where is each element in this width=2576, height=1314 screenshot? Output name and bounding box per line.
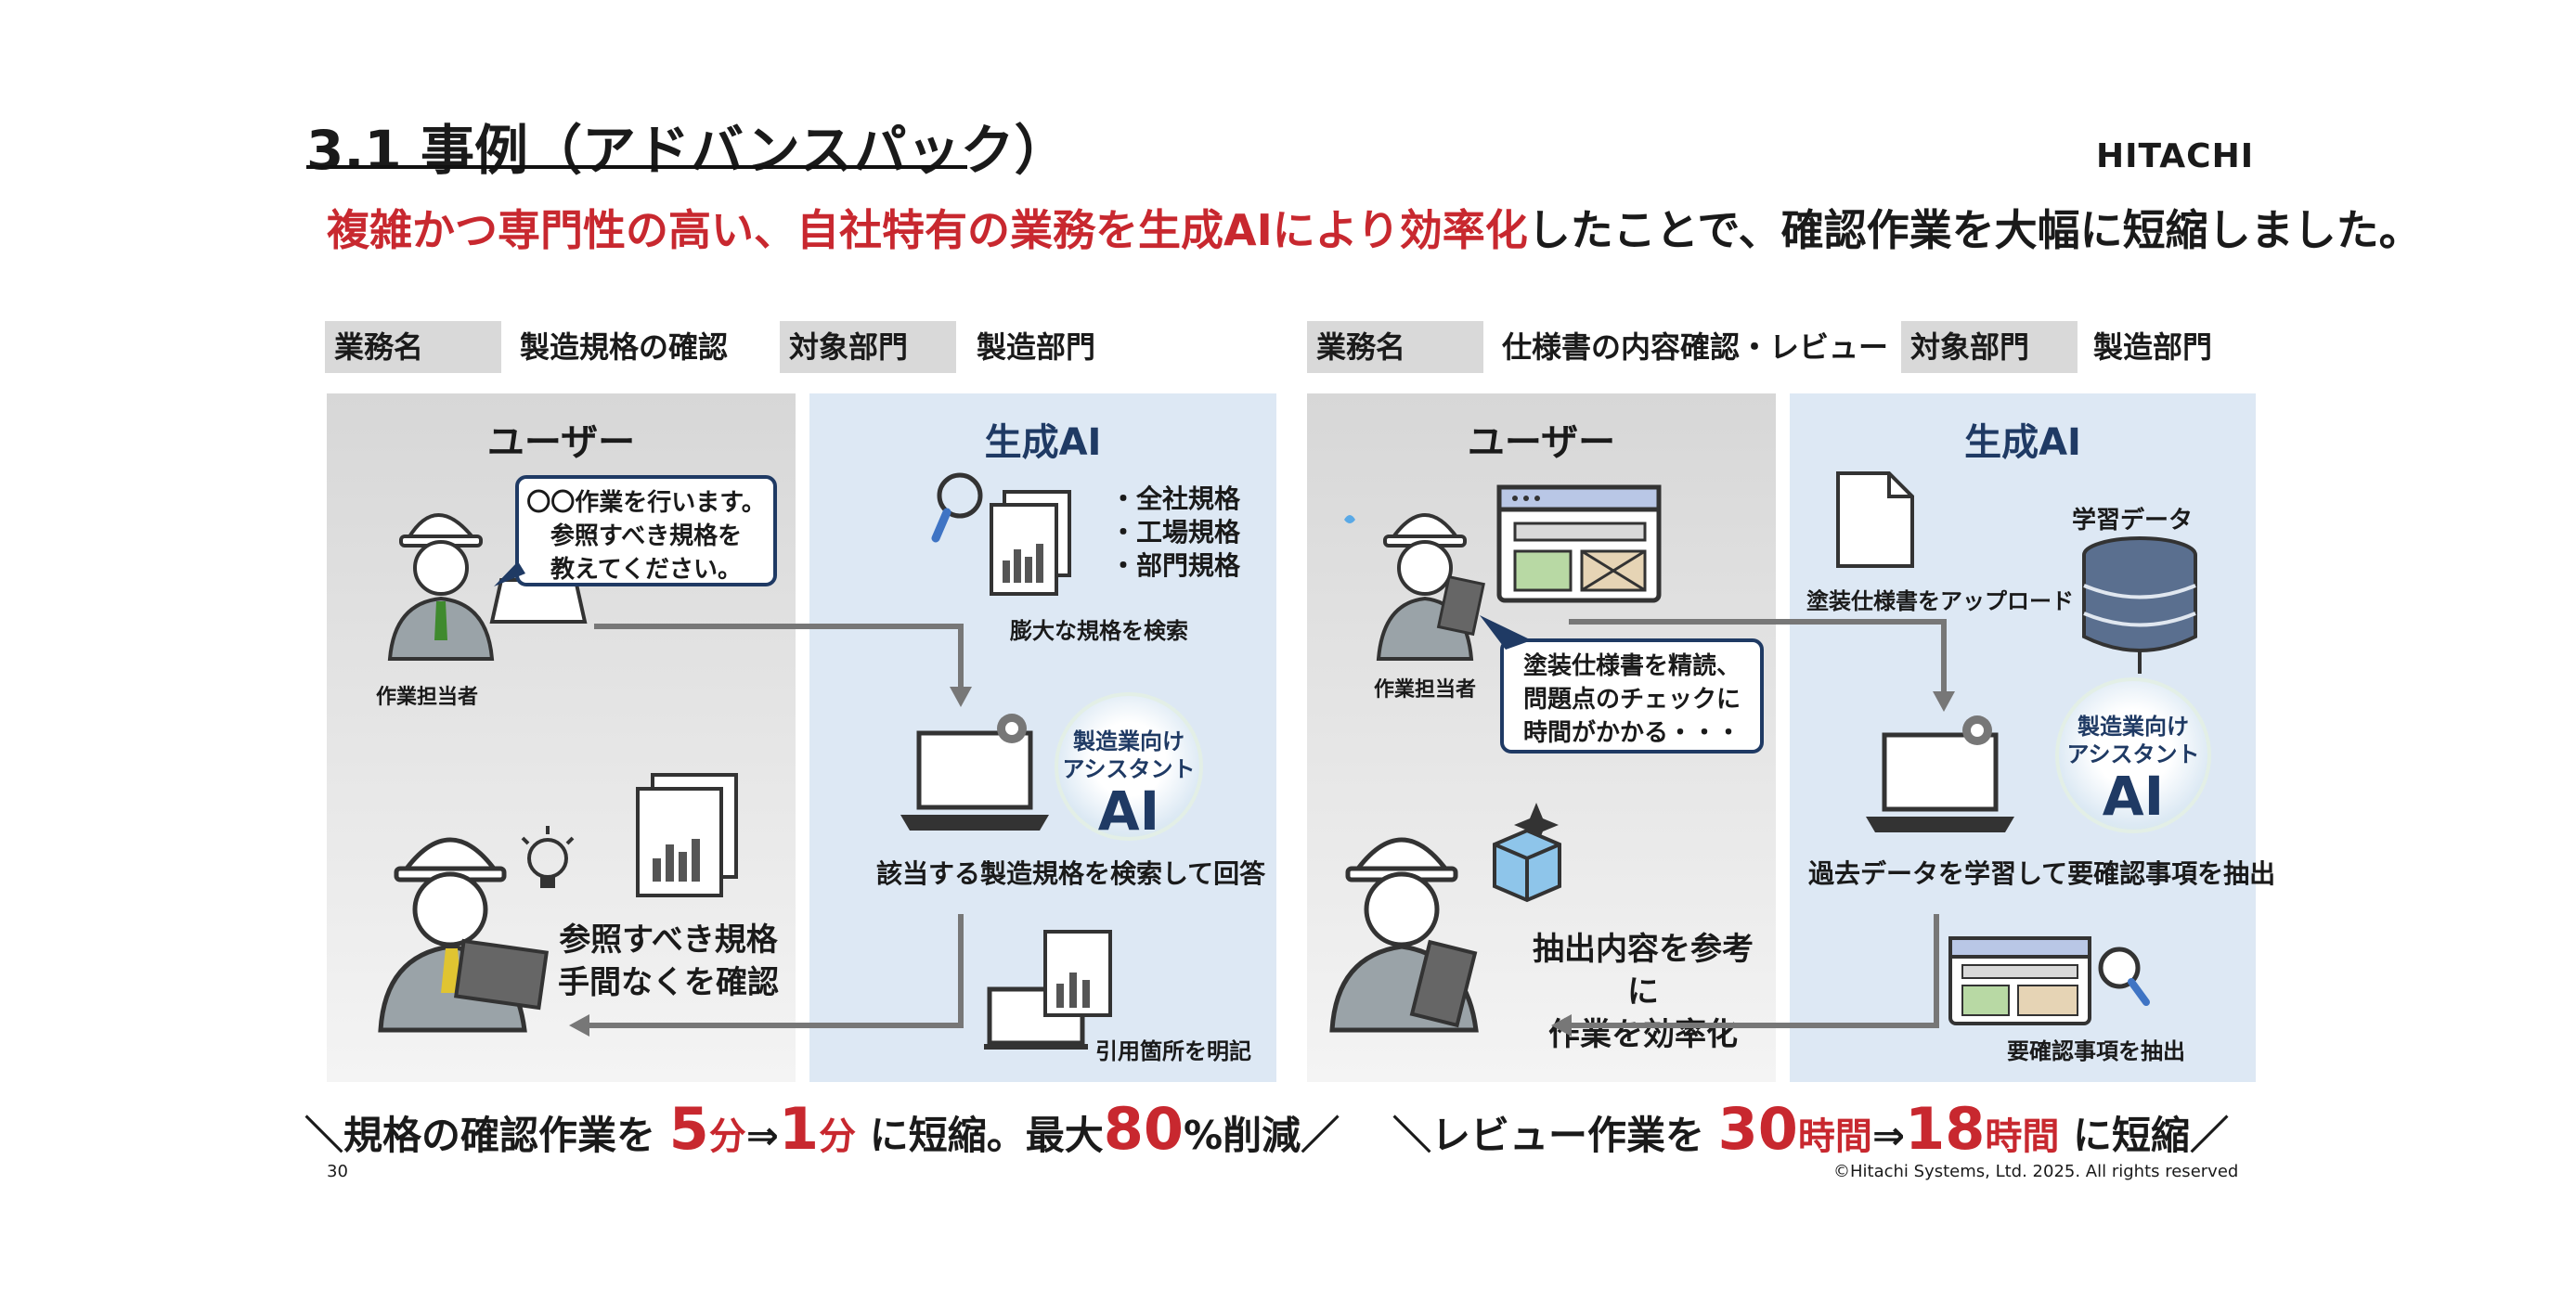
bubble-line: 塗装仕様書を精読、: [1522, 652, 1741, 680]
case2-learn-caption: 学習データ: [2072, 507, 2194, 535]
case2-user-result: 抽出内容を参考に 作業を効率化: [1522, 928, 1764, 1056]
title-underline: [306, 165, 967, 169]
worker-with-tablet-icon: [1329, 837, 1479, 1033]
result-suffix: に短縮／: [2073, 1113, 2230, 1158]
bubble-line: 〇〇作業を行います。: [526, 489, 766, 517]
result-prefix: ＼規格の確認作業を: [304, 1113, 656, 1158]
result-to: 18: [1905, 1095, 1986, 1163]
result-pct: 80: [1103, 1095, 1184, 1163]
database-icon: [2082, 536, 2197, 674]
bubble-line: 参照すべき規格を: [550, 522, 743, 550]
bubble-line: 問題点のチェックに: [1522, 686, 1741, 714]
result-to-unit: 分: [819, 1115, 857, 1158]
case1-search-caption: 膨大な規格を検索: [1010, 618, 1188, 644]
result-from: 30: [1717, 1095, 1798, 1163]
result-line: 作業を効率化: [1548, 1016, 1738, 1053]
case2-worker-label: 作業担当者: [1374, 678, 1477, 702]
flow-arrow-icon: [1569, 619, 1955, 712]
case1-task-label: 業務名: [325, 321, 501, 373]
result-line: 手間なくを確認: [558, 964, 779, 1001]
result-mid: に短縮。最大: [869, 1113, 1104, 1158]
result-line: 抽出内容を参考に: [1533, 931, 1754, 1011]
case1-standard-list: ・全社規格 ・工場規格 ・部門規格: [1110, 483, 1240, 583]
case2-user-heading: ユーザー: [1467, 421, 1616, 464]
return-arrow-icon: [1551, 914, 1939, 1037]
result-line: 参照すべき規格: [559, 921, 778, 959]
result-from-unit: 分: [708, 1115, 746, 1158]
document-window-icon: [1496, 484, 1662, 603]
result-suffix: %削減／: [1184, 1113, 1340, 1158]
result-from-unit: 時間: [1797, 1115, 1872, 1158]
copyright: ©Hitachi Systems, Ltd. 2025. All rights …: [1833, 1162, 2239, 1181]
result-to-unit: 時間: [1985, 1115, 2060, 1158]
search-documents-icon: [931, 472, 1071, 596]
bubble-line: 教えてください。: [550, 556, 742, 584]
idea-bulb-icon: [521, 826, 575, 888]
case2-upload-caption: 塗装仕様書をアップロード: [1806, 588, 2074, 614]
case1-user-result: 参照すべき規格 手間なくを確認: [557, 919, 780, 1004]
case1-cite-caption: 引用箇所を明記: [1095, 1038, 1251, 1064]
result-arrow: ⇒: [1871, 1113, 1906, 1158]
list-item: ・部門規格: [1110, 550, 1241, 581]
case2-task-label: 業務名: [1307, 321, 1483, 373]
result-prefix: ＼レビュー作業を: [1392, 1113, 1705, 1158]
case1-worker-label: 作業担当者: [376, 686, 479, 709]
badge-line: 製造業向け: [1073, 728, 1184, 754]
headline: 複雑かつ専門性の高い、自社特有の業務を生成AIにより効率化したことで、確認作業を…: [327, 197, 2422, 258]
case1-ai-caption: 該当する製造規格を検索して回答: [876, 858, 1266, 889]
case1-user-heading: ユーザー: [486, 421, 636, 464]
list-item: ・全社規格: [1110, 483, 1241, 514]
case1-result-banner: ＼規格の確認作業を 5分⇒1分 に短縮。最大80%削減／: [304, 1095, 1340, 1163]
case1-dept-label: 対象部門: [780, 321, 956, 373]
case1-task-value: 製造規格の確認: [520, 329, 729, 365]
case2-dept-value: 製造部門: [2093, 329, 2213, 365]
case1-dept-value: 製造部門: [977, 329, 1096, 365]
case1-request-bubble: 〇〇作業を行います。 参照すべき規格を 教えてください。: [515, 475, 777, 586]
headline-rest: したことで、確認作業を大幅に短縮しました。: [1527, 205, 2422, 255]
badge-line: アシスタント: [2066, 741, 2200, 767]
bubble-tail-icon: [494, 561, 525, 586]
ai-laptop-icon: [1866, 715, 2014, 832]
ai-laptop-icon: [900, 714, 1049, 831]
badge-line: 製造業向け: [2078, 714, 2189, 740]
headline-emphasis: 複雑かつ専門性の高い、自社特有の業務を生成AIにより効率化: [327, 205, 1528, 255]
list-item: ・工場規格: [1110, 517, 1241, 548]
badge-ai: AI: [2102, 765, 2165, 828]
case1-assistant-ai-badge: 製造業向け アシスタント AI: [1055, 692, 1203, 841]
case1-ai-heading: 生成AI: [984, 421, 1102, 464]
bubble-line: 時間がかかる・・・: [1522, 719, 1741, 747]
citation-laptop-icon: [984, 930, 1112, 1050]
case2-task-value: 仕様書の内容確認・レビュー: [1502, 329, 1889, 365]
bubble-tail-icon: [1480, 615, 1532, 650]
cube-sparkle-icon: [1493, 803, 1561, 903]
badge-line: アシスタント: [1062, 756, 1196, 782]
case2-extract-caption: 要確認事項を抽出: [2007, 1038, 2185, 1064]
worker-at-laptop-icon: [387, 513, 588, 661]
worker-with-tablet-icon: [378, 837, 549, 1033]
case2-concern-bubble: 塗装仕様書を精読、 問題点のチェックに 時間がかかる・・・: [1500, 638, 1764, 754]
result-from: 5: [668, 1095, 709, 1163]
worried-worker-icon: [1344, 513, 1485, 661]
badge-ai: AI: [1097, 779, 1160, 843]
page-number: 30: [327, 1162, 348, 1181]
file-icon: [1836, 471, 1914, 568]
case2-assistant-ai-badge: 製造業向け アシスタント AI: [2055, 677, 2211, 833]
page-title: 3.1 事例（アドバンスパック）: [306, 119, 1068, 182]
case2-result-banner: ＼レビュー作業を 30時間⇒18時間 に短縮／: [1392, 1095, 2229, 1163]
hitachi-logo: HITACHI: [2096, 137, 2255, 175]
result-arrow: ⇒: [745, 1113, 779, 1158]
case2-ai-heading: 生成AI: [1964, 421, 2081, 464]
case2-ai-caption: 過去データを学習して要確認事項を抽出: [1808, 858, 2276, 889]
flow-arrow-icon: [594, 624, 972, 707]
case2-dept-label: 対象部門: [1901, 321, 2078, 373]
extract-window-icon: [1948, 936, 2150, 1025]
result-to: 1: [778, 1095, 820, 1163]
return-arrow-icon: [569, 914, 964, 1037]
documents-icon: [636, 773, 738, 897]
